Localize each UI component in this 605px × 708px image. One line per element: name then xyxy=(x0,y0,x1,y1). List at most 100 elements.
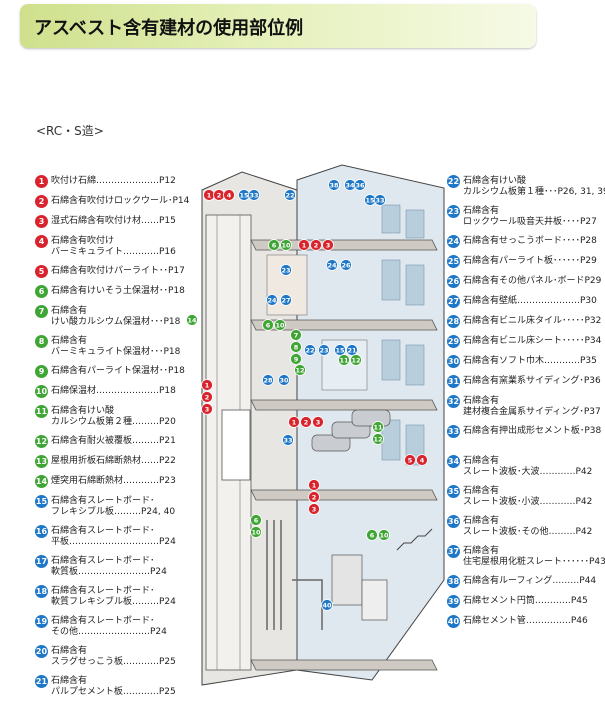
marker-1: 1 xyxy=(298,239,310,251)
marker-12: 12 xyxy=(294,364,306,376)
marker-number: 6 xyxy=(254,517,259,525)
marker-22: 22 xyxy=(304,344,316,356)
marker-1: 1 xyxy=(203,189,215,201)
marker-number: 15 xyxy=(239,192,249,200)
marker-number: 14 xyxy=(187,317,197,325)
legend-text: 石綿含有 xyxy=(51,676,88,686)
marker-24: 24 xyxy=(266,294,278,306)
legend-text: 石綿含有ビニル床シート･････P34 xyxy=(463,336,602,346)
marker-11: 11 xyxy=(372,421,384,433)
marker-6: 6 xyxy=(250,514,262,526)
marker-4: 4 xyxy=(223,189,235,201)
legend-text: 石綿含有 xyxy=(463,516,500,526)
marker-24: 24 xyxy=(326,259,338,271)
legend-number-badge: 25 xyxy=(447,255,460,268)
marker-14: 14 xyxy=(186,314,198,326)
legend-text: 石綿含有スレートボード･ xyxy=(51,586,155,596)
marker-2: 2 xyxy=(308,491,320,503)
legend-text: バーミキュライト保温材･･･P18 xyxy=(51,347,181,357)
legend-text: ロックウール吸音天井板････P27 xyxy=(463,217,597,227)
legend-text: 石綿保温材…………………P18 xyxy=(51,386,176,396)
marker-15: 15 xyxy=(334,344,346,356)
marker-3: 3 xyxy=(322,239,334,251)
marker-number: 2 xyxy=(314,242,319,250)
page-title: アスベスト含有建材の使用部位例 xyxy=(34,18,304,39)
marker-number: 30 xyxy=(279,377,289,385)
legend-text: 吹付け石綿…………………P12 xyxy=(51,176,176,186)
legend-text: スラグせっこう板…………P25 xyxy=(51,657,176,667)
legend-number-badge: 10 xyxy=(35,385,48,398)
marker-10: 10 xyxy=(274,319,286,331)
marker-2: 2 xyxy=(213,189,225,201)
marker-21: 21 xyxy=(346,344,358,356)
marker-10: 10 xyxy=(250,526,262,538)
legend-text: 平板…………………………P24 xyxy=(51,537,176,547)
marker-4: 4 xyxy=(416,454,428,466)
marker-number: 3 xyxy=(205,406,210,414)
legend-number-badge: 24 xyxy=(447,235,460,248)
legend-text: 石綿含有 xyxy=(463,546,500,556)
marker-number: 12 xyxy=(351,357,360,365)
legend-text: 石綿含有パーライト板･･････P29 xyxy=(463,256,597,266)
marker-number: 1 xyxy=(292,419,297,427)
marker-number: 21 xyxy=(347,347,357,355)
marker-number: 15 xyxy=(365,197,375,205)
marker-number: 6 xyxy=(266,322,271,330)
marker-27: 27 xyxy=(280,294,292,306)
legend-text: 石綿含有スレートボード･ xyxy=(51,616,155,626)
legend-number-badge: 28 xyxy=(447,315,460,328)
legend-text: 石綿含有吹付けパーライト･･P17 xyxy=(51,266,185,276)
marker-number: 33 xyxy=(283,437,292,445)
marker-number: 10 xyxy=(251,529,261,537)
marker-number: 2 xyxy=(304,419,309,427)
legend-text: 石綿含有スレートボード･ xyxy=(51,526,155,536)
tank xyxy=(331,554,363,606)
marker-40: 40 xyxy=(321,599,333,611)
legend-text: 軟質フレキシブル板………P24 xyxy=(51,597,176,607)
legend-number-badge: 13 xyxy=(35,455,48,468)
marker-number: 34 xyxy=(345,182,355,190)
legend-number-badge: 8 xyxy=(35,335,48,348)
legend-text: 建材複合金属系サイディング･P37 xyxy=(463,407,601,417)
marker-number: 10 xyxy=(379,532,389,540)
legend-number-badge: 5 xyxy=(35,265,48,278)
legend-number-badge: 14 xyxy=(35,475,48,488)
marker-number: 8 xyxy=(294,344,299,352)
marker-38: 38 xyxy=(328,179,340,191)
marker-number: 2 xyxy=(312,494,317,502)
marker-10: 10 xyxy=(280,239,292,251)
marker-number: 22 xyxy=(305,347,314,355)
legend-number-badge: 4 xyxy=(35,235,48,248)
legend-number-badge: 23 xyxy=(447,205,460,218)
marker-number: 2 xyxy=(217,192,222,200)
marker-number: 1 xyxy=(207,192,212,200)
legend-text: 煙突用石綿断熱材…………P23 xyxy=(51,476,176,486)
marker-34: 34 xyxy=(344,179,356,191)
marker-number: 11 xyxy=(373,424,383,432)
legend-text: 石綿含有けいそう土保温材･･P18 xyxy=(51,286,185,296)
marker-12: 12 xyxy=(372,433,384,445)
legend-text: 石綿含有スレートボード･ xyxy=(51,496,155,506)
legend-number-badge: 6 xyxy=(35,285,48,298)
legend-number-badge: 16 xyxy=(35,525,48,538)
legend-number-badge: 30 xyxy=(447,355,460,368)
legend-number-badge: 20 xyxy=(35,645,48,658)
marker-3: 3 xyxy=(201,403,213,415)
legend-text: 石綿含有押出成形セメント板･P38 xyxy=(463,426,602,436)
legend-text: バーミキュライト…………P16 xyxy=(51,247,176,257)
floor-slabs xyxy=(250,239,438,671)
marker-1: 1 xyxy=(288,416,300,428)
legend-text: 石綿含有壁紙…………………P30 xyxy=(463,296,597,306)
marker-number: 40 xyxy=(322,602,332,610)
legend-number-badge: 21 xyxy=(35,675,48,688)
marker-23: 23 xyxy=(318,344,330,356)
legend-text: カルシウム板第２種………P20 xyxy=(51,417,176,427)
marker-number: 15 xyxy=(335,347,345,355)
legend-text: 石綿含有吹付けロックウール･P14 xyxy=(51,196,190,206)
legend-number-badge: 9 xyxy=(35,365,48,378)
structure-label: <RC・S造> xyxy=(36,124,104,138)
